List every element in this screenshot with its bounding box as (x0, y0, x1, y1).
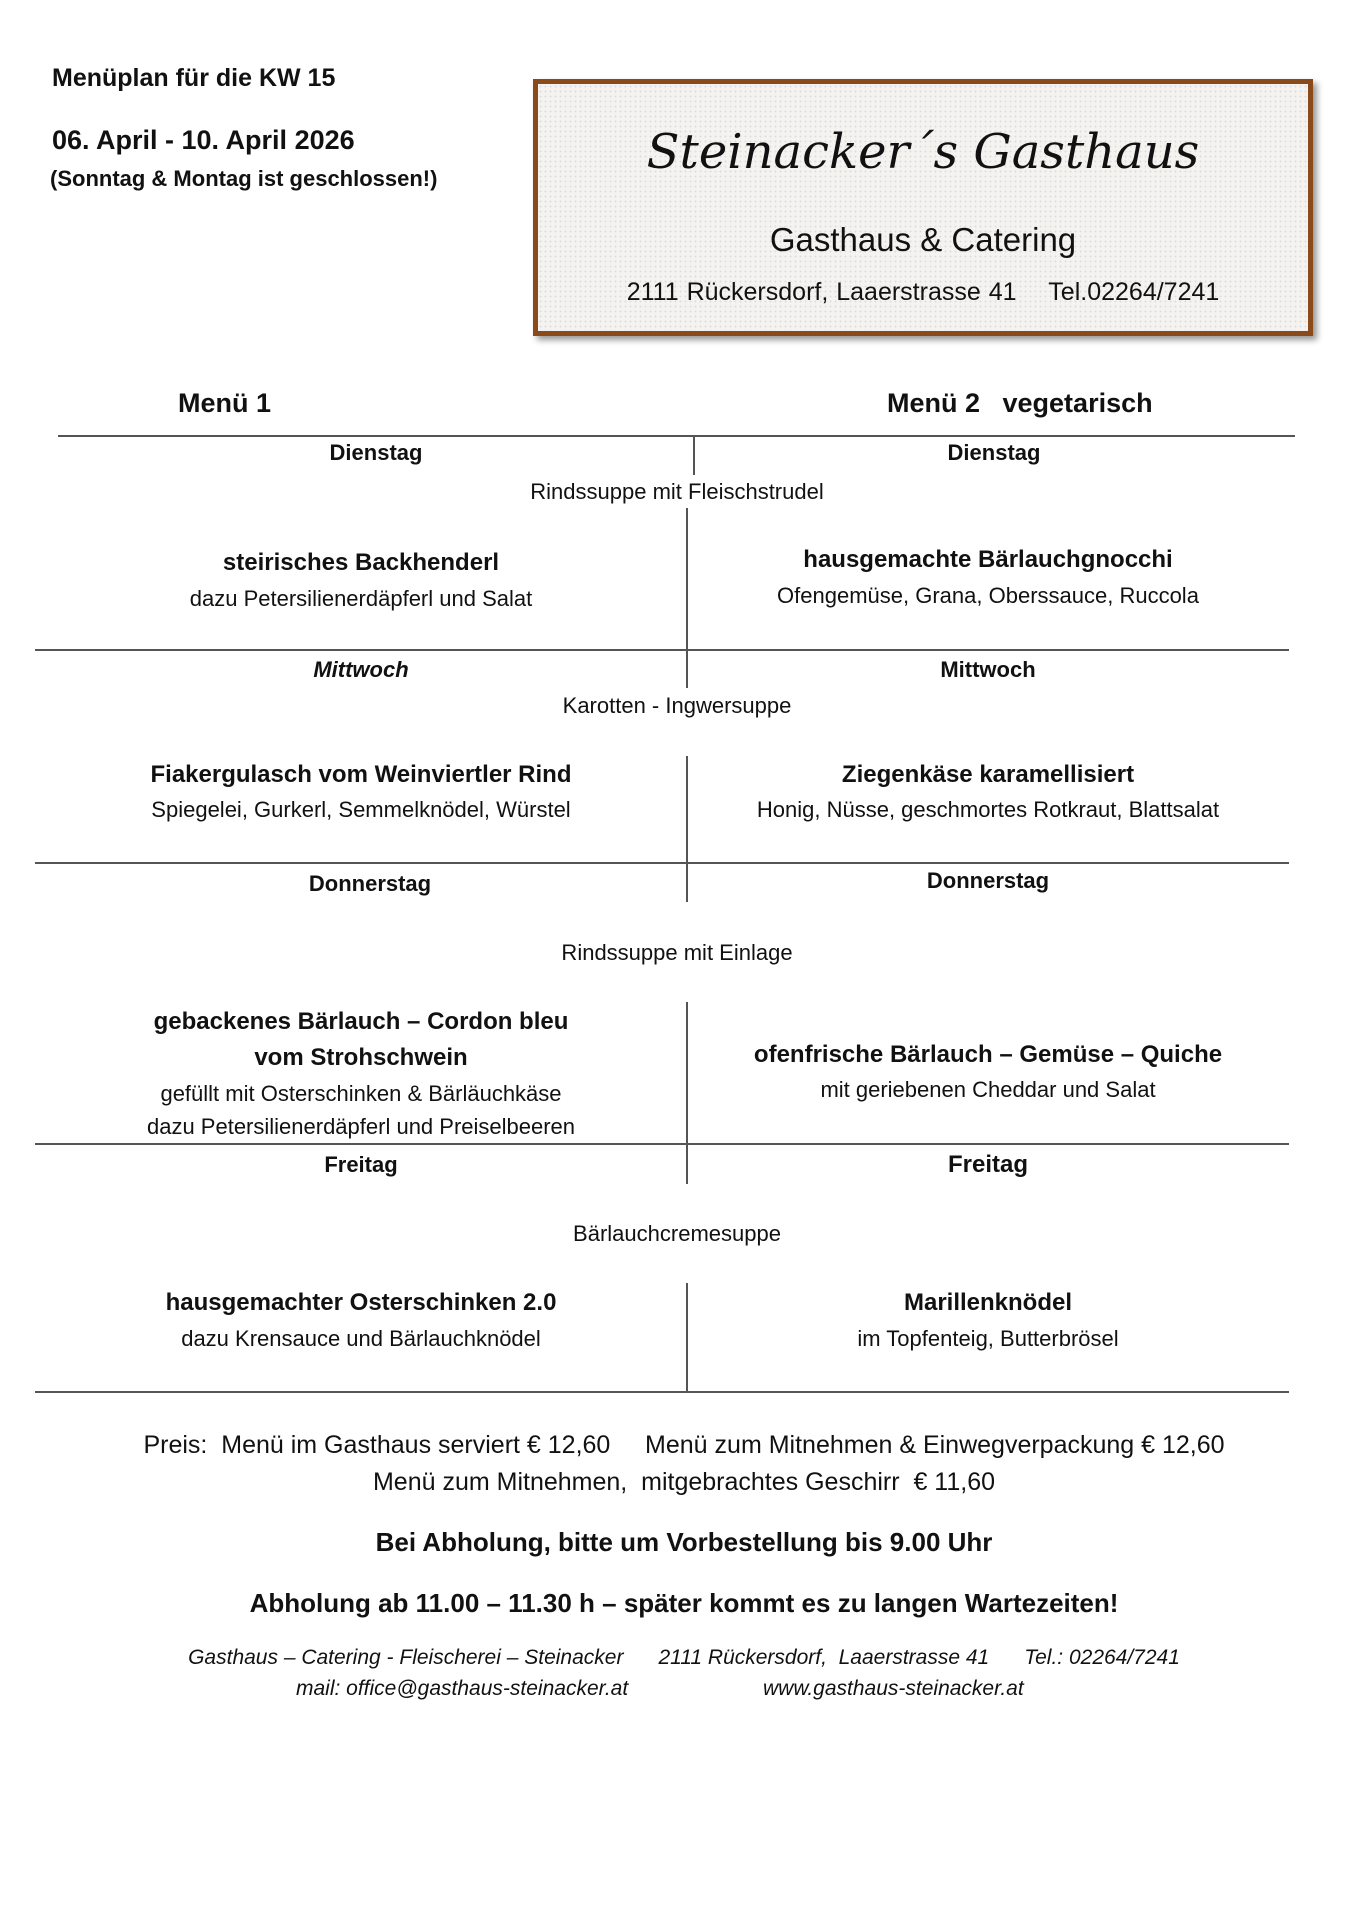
dish-title: Fiakergulasch vom Weinviertler Rind (150, 761, 572, 788)
day-label: Mittwoch (313, 657, 409, 682)
column-divider (686, 1002, 688, 1184)
day-label: Dienstag (329, 440, 423, 465)
footer-email[interactable]: mail: office@gasthaus-steinacker.at (296, 1677, 629, 1700)
divider (35, 1391, 1289, 1393)
date-range: 06. April - 10. April 2026 (52, 125, 355, 155)
column-divider (693, 435, 695, 475)
logo-phone: Tel.02264/7241 (1048, 278, 1220, 306)
restaurant-logo: Steinacker´s Gasthaus Gasthaus & Caterin… (533, 79, 1313, 336)
dish-description: Spiegelei, Gurkerl, Semmelknödel, Würste… (151, 797, 571, 822)
logo-subtitle: Gasthaus & Catering (769, 221, 1077, 258)
menu2-heading: Menü 2 vegetarisch (887, 388, 1153, 418)
soup: Rindssuppe mit Einlage (561, 940, 793, 965)
day-label: Donnerstag (308, 871, 432, 896)
dish-description: Ofengemüse, Grana, Oberssauce, Ruccola (777, 583, 1199, 608)
dish-description: im Topfenteig, Butterbrösel (857, 1326, 1119, 1351)
dish-description: gefüllt mit Osterschinken & Bärläuchkäse (160, 1081, 562, 1106)
logo-name: Steinacker´s Gasthaus (646, 124, 1200, 180)
week-title: Menüplan für die KW 15 (52, 64, 336, 92)
footer-contact: Gasthaus – Catering - Fleischerei – Stei… (188, 1646, 1180, 1669)
pickup-note: Abholung ab 11.00 – 11.30 h – später kom… (249, 1588, 1119, 1618)
soup: Karotten - Ingwersuppe (562, 693, 792, 718)
dish-description: dazu Petersilienerdäpferl und Preiselbee… (146, 1114, 576, 1139)
dish-title: ofenfrische Bärlauch – Gemüse – Quiche (753, 1041, 1223, 1068)
price-line: Menü zum Mitnehmen, mitgebrachtes Geschi… (372, 1468, 996, 1496)
divider (35, 649, 1289, 651)
dish-title: steirisches Backhenderl (222, 549, 500, 576)
dish-title: vom Strohschwein (254, 1044, 468, 1071)
preorder-note: Bei Abholung, bitte um Vorbestellung bis… (375, 1527, 993, 1557)
day-label: Dienstag (947, 440, 1041, 465)
dish-title: hausgemachter Osterschinken 2.0 (165, 1289, 557, 1316)
logo-contact: 2111 Rückersdorf, Laaerstrasse 41 Tel.02… (538, 278, 1308, 307)
dish-title: Marillenknödel (903, 1289, 1073, 1316)
divider (58, 435, 1295, 437)
column-divider (686, 756, 688, 902)
column-divider (686, 649, 688, 687)
closed-note: (Sonntag & Montag ist geschlossen!) (50, 166, 438, 191)
logo-address: 2111 Rückersdorf, Laaerstrasse 41 (626, 278, 1017, 306)
dish-title: gebackenes Bärlauch – Cordon bleu (153, 1008, 569, 1035)
footer-website[interactable]: www.gasthaus-steinacker.at (763, 1677, 1024, 1700)
day-label: Mittwoch (940, 657, 1036, 682)
column-divider (686, 508, 688, 688)
dish-description: Honig, Nüsse, geschmortes Rotkraut, Blat… (756, 797, 1220, 822)
day-label: Freitag (947, 1151, 1029, 1178)
dish-description: mit geriebenen Cheddar und Salat (820, 1077, 1156, 1102)
menu1-heading: Menü 1 (178, 388, 272, 418)
dish-description: dazu Krensauce und Bärlauchknödel (181, 1326, 541, 1351)
column-divider (686, 1283, 688, 1391)
divider (35, 862, 1289, 864)
divider (35, 1143, 1289, 1145)
dish-description: dazu Petersilienerdäpferl und Salat (189, 586, 533, 611)
soup: Rindssuppe mit Fleischstrudel (530, 479, 824, 504)
day-label: Freitag (324, 1152, 398, 1177)
soup: Bärlauchcremesuppe (573, 1221, 781, 1246)
dish-title: Ziegenkäse karamellisiert (841, 761, 1135, 788)
dish-title: hausgemachte Bärlauchgnocchi (803, 546, 1173, 573)
day-label: Donnerstag (926, 868, 1050, 893)
price-line: Preis: Menü im Gasthaus serviert € 12,60… (143, 1431, 1225, 1459)
